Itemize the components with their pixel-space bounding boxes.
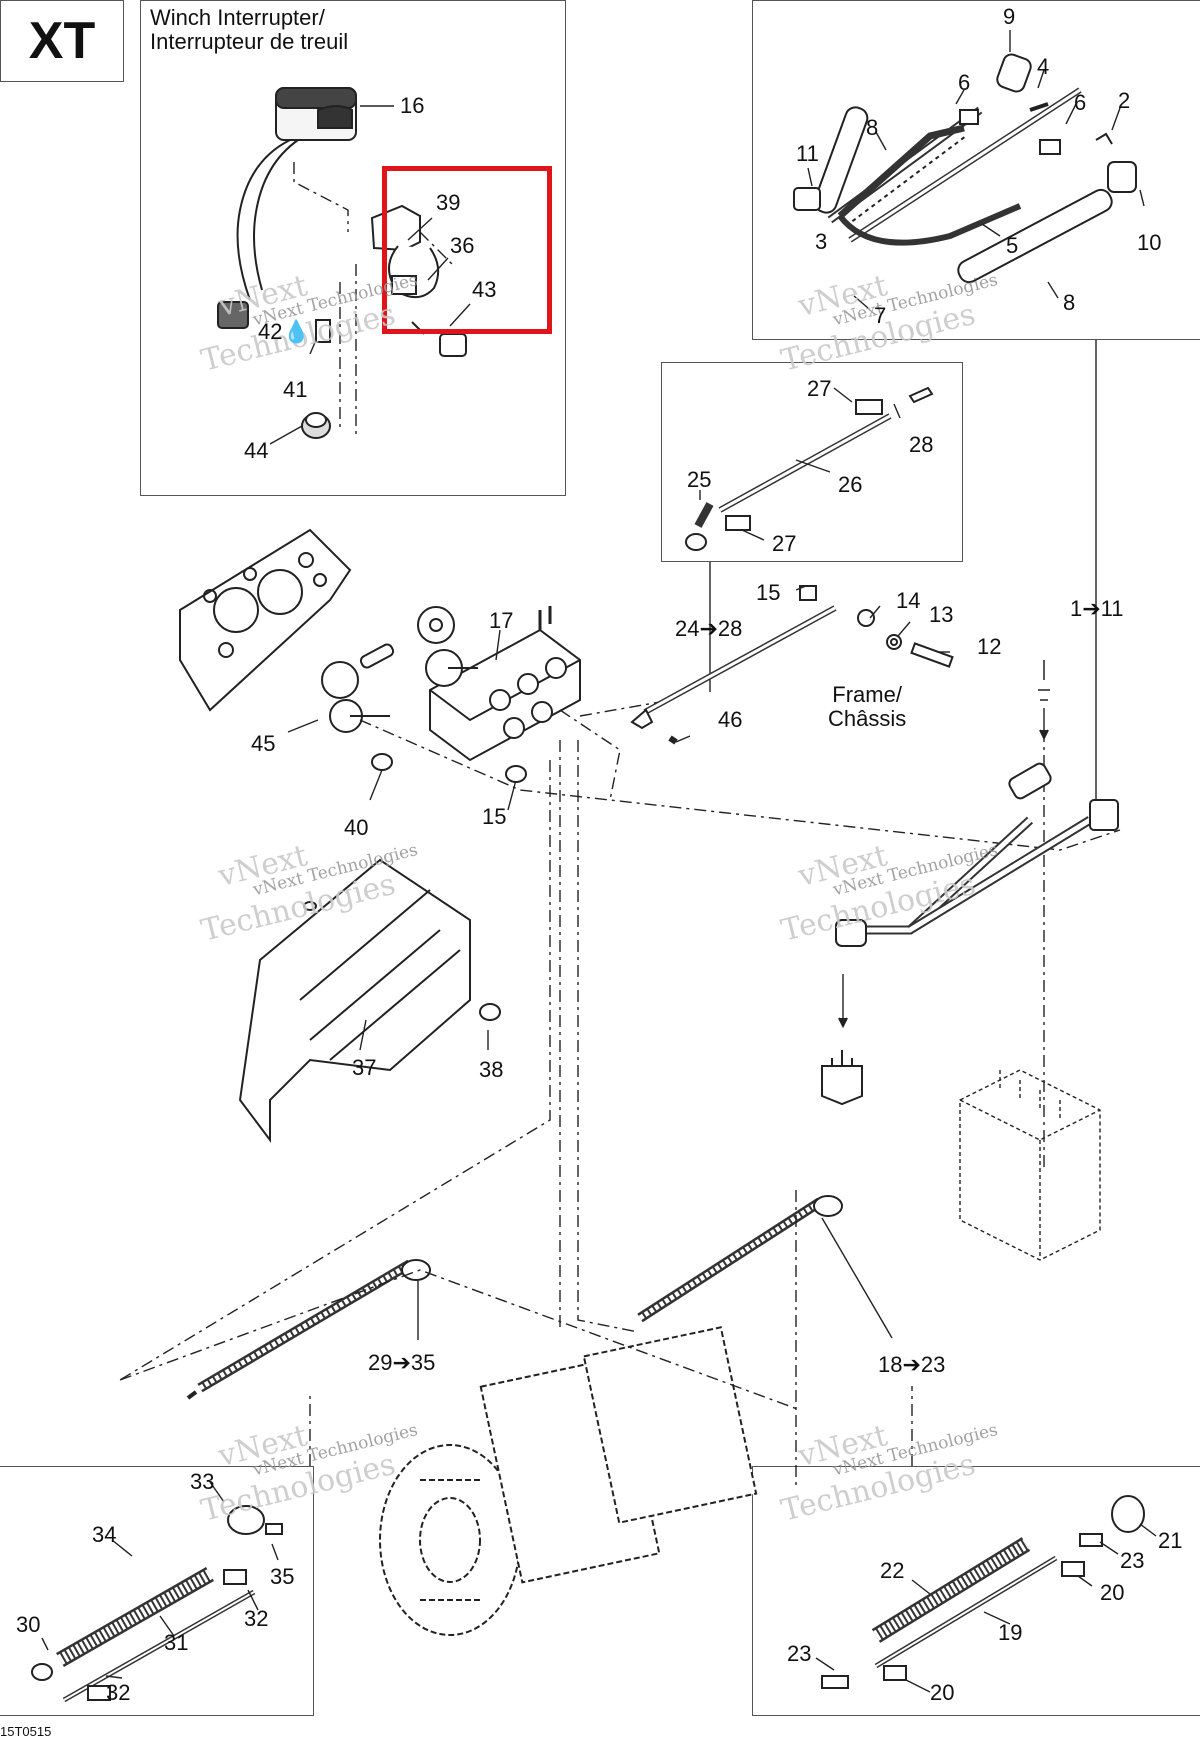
- part-callout: 31: [164, 1630, 189, 1655]
- part-callout: 26: [838, 472, 863, 497]
- part-callout: 25: [687, 467, 712, 492]
- interrupter-switch-drawing: [217, 87, 357, 329]
- part-callout: 45: [251, 731, 276, 756]
- part-callout: 32: [244, 1606, 269, 1631]
- part-callout: 6: [958, 70, 971, 95]
- section-title: Winch Interrupter/ Interrupteur de treui…: [150, 6, 348, 54]
- part-callout: 20: [930, 1680, 955, 1705]
- cable-drawing-24-28: [685, 386, 934, 551]
- part-callout: 41: [283, 377, 308, 402]
- frame-label-french: Châssis: [828, 706, 907, 731]
- part-callout: 23: [1120, 1548, 1145, 1573]
- part-callout: 35: [270, 1564, 295, 1589]
- part-callout: 22: [880, 1558, 905, 1583]
- part-callout: 13: [929, 602, 954, 627]
- part-callout: 8: [866, 115, 879, 140]
- part-callout-range: 29➔35: [368, 1350, 436, 1375]
- main-harness-drawing: [835, 340, 1119, 1029]
- part-callout: 11: [796, 141, 819, 166]
- part-callout: 36: [450, 233, 475, 258]
- part-callout: 46: [718, 707, 743, 732]
- cable-18-23-drawing: [637, 1190, 893, 1490]
- fuse-drawing: [821, 1050, 863, 1106]
- part-callout: 27: [772, 531, 797, 556]
- cover-drawing: [238, 753, 527, 1143]
- battery-drawing: [959, 1069, 1101, 1261]
- part-callout: 38: [479, 1057, 504, 1082]
- part-callout: 23: [787, 1641, 812, 1666]
- part-callout: 37: [352, 1055, 377, 1080]
- cable-detail-box-bottom-left: [0, 1466, 314, 1716]
- part-callout: 2: [1118, 88, 1131, 113]
- highlighted-bracket-region: [382, 166, 552, 334]
- mounting-plate-drawing: [179, 528, 352, 712]
- cable-drawing-bottom-left: [31, 1505, 283, 1703]
- part-callout: 17: [489, 608, 514, 633]
- part-callout: 4: [1037, 54, 1050, 79]
- harness-detail-box-top-right: [752, 0, 1200, 340]
- drop-icon: 💧: [282, 319, 310, 344]
- cable-drawing-bottom-right: [821, 1495, 1145, 1689]
- part-callout: 5: [1006, 233, 1019, 258]
- part-callout: 12: [977, 634, 1002, 659]
- cable-detail-box-bottom-right: [752, 1466, 1200, 1716]
- part-callout: 3: [815, 229, 828, 254]
- model-tag: XT: [0, 0, 124, 82]
- cable-29-35-drawing: [186, 1259, 431, 1400]
- frame-cable-drawing: [630, 585, 954, 745]
- part-callout: 34: [92, 1522, 117, 1547]
- part-callout: 15: [482, 804, 507, 829]
- cable-detail-box: [661, 362, 963, 562]
- part-callout: 44: [244, 438, 269, 463]
- drawing-code: 15T0515: [0, 1724, 52, 1739]
- harness-drawing-top-right: [793, 53, 1137, 284]
- winch-interrupter-box: [140, 0, 566, 496]
- part-callout-range: 24➔28: [675, 616, 743, 641]
- part-callout-with-sealant: 42💧: [258, 319, 310, 344]
- part-callout: 6: [1074, 90, 1087, 115]
- title-french: Interrupteur de treuil: [150, 29, 349, 54]
- part-callout: 15: [756, 580, 781, 605]
- part-callout: 21: [1158, 1528, 1183, 1553]
- frame-label-english: Frame/: [832, 682, 902, 707]
- part-callout: 43: [472, 277, 497, 302]
- part-callout: 33: [190, 1469, 215, 1494]
- part-callout: 14: [896, 588, 921, 613]
- part-callout: 32: [106, 1680, 131, 1705]
- part-callout: 16: [400, 93, 425, 118]
- contactor-drawing: [429, 606, 581, 762]
- part-callout: 28: [909, 432, 934, 457]
- title-english: Winch Interrupter/: [150, 5, 325, 30]
- part-callout-range: 1➔11: [1070, 596, 1124, 621]
- part-callout: 30: [16, 1612, 41, 1637]
- part-callout: 8: [1063, 290, 1076, 315]
- frame-label: Frame/ Châssis: [828, 684, 906, 730]
- part-callout: 7: [874, 303, 887, 328]
- part-callout: 39: [436, 190, 461, 215]
- part-callout: 9: [1003, 4, 1016, 29]
- part-callout: 40: [344, 815, 369, 840]
- part-callout-range: 18➔23: [878, 1352, 946, 1377]
- winch-motor-drawing: [379, 1326, 758, 1636]
- bumpers-drawing: [321, 606, 478, 733]
- part-callout: 20: [1100, 1580, 1125, 1605]
- part-callout: 27: [807, 376, 832, 401]
- part-callout: 19: [998, 1620, 1023, 1645]
- part-callout: 10: [1137, 230, 1162, 255]
